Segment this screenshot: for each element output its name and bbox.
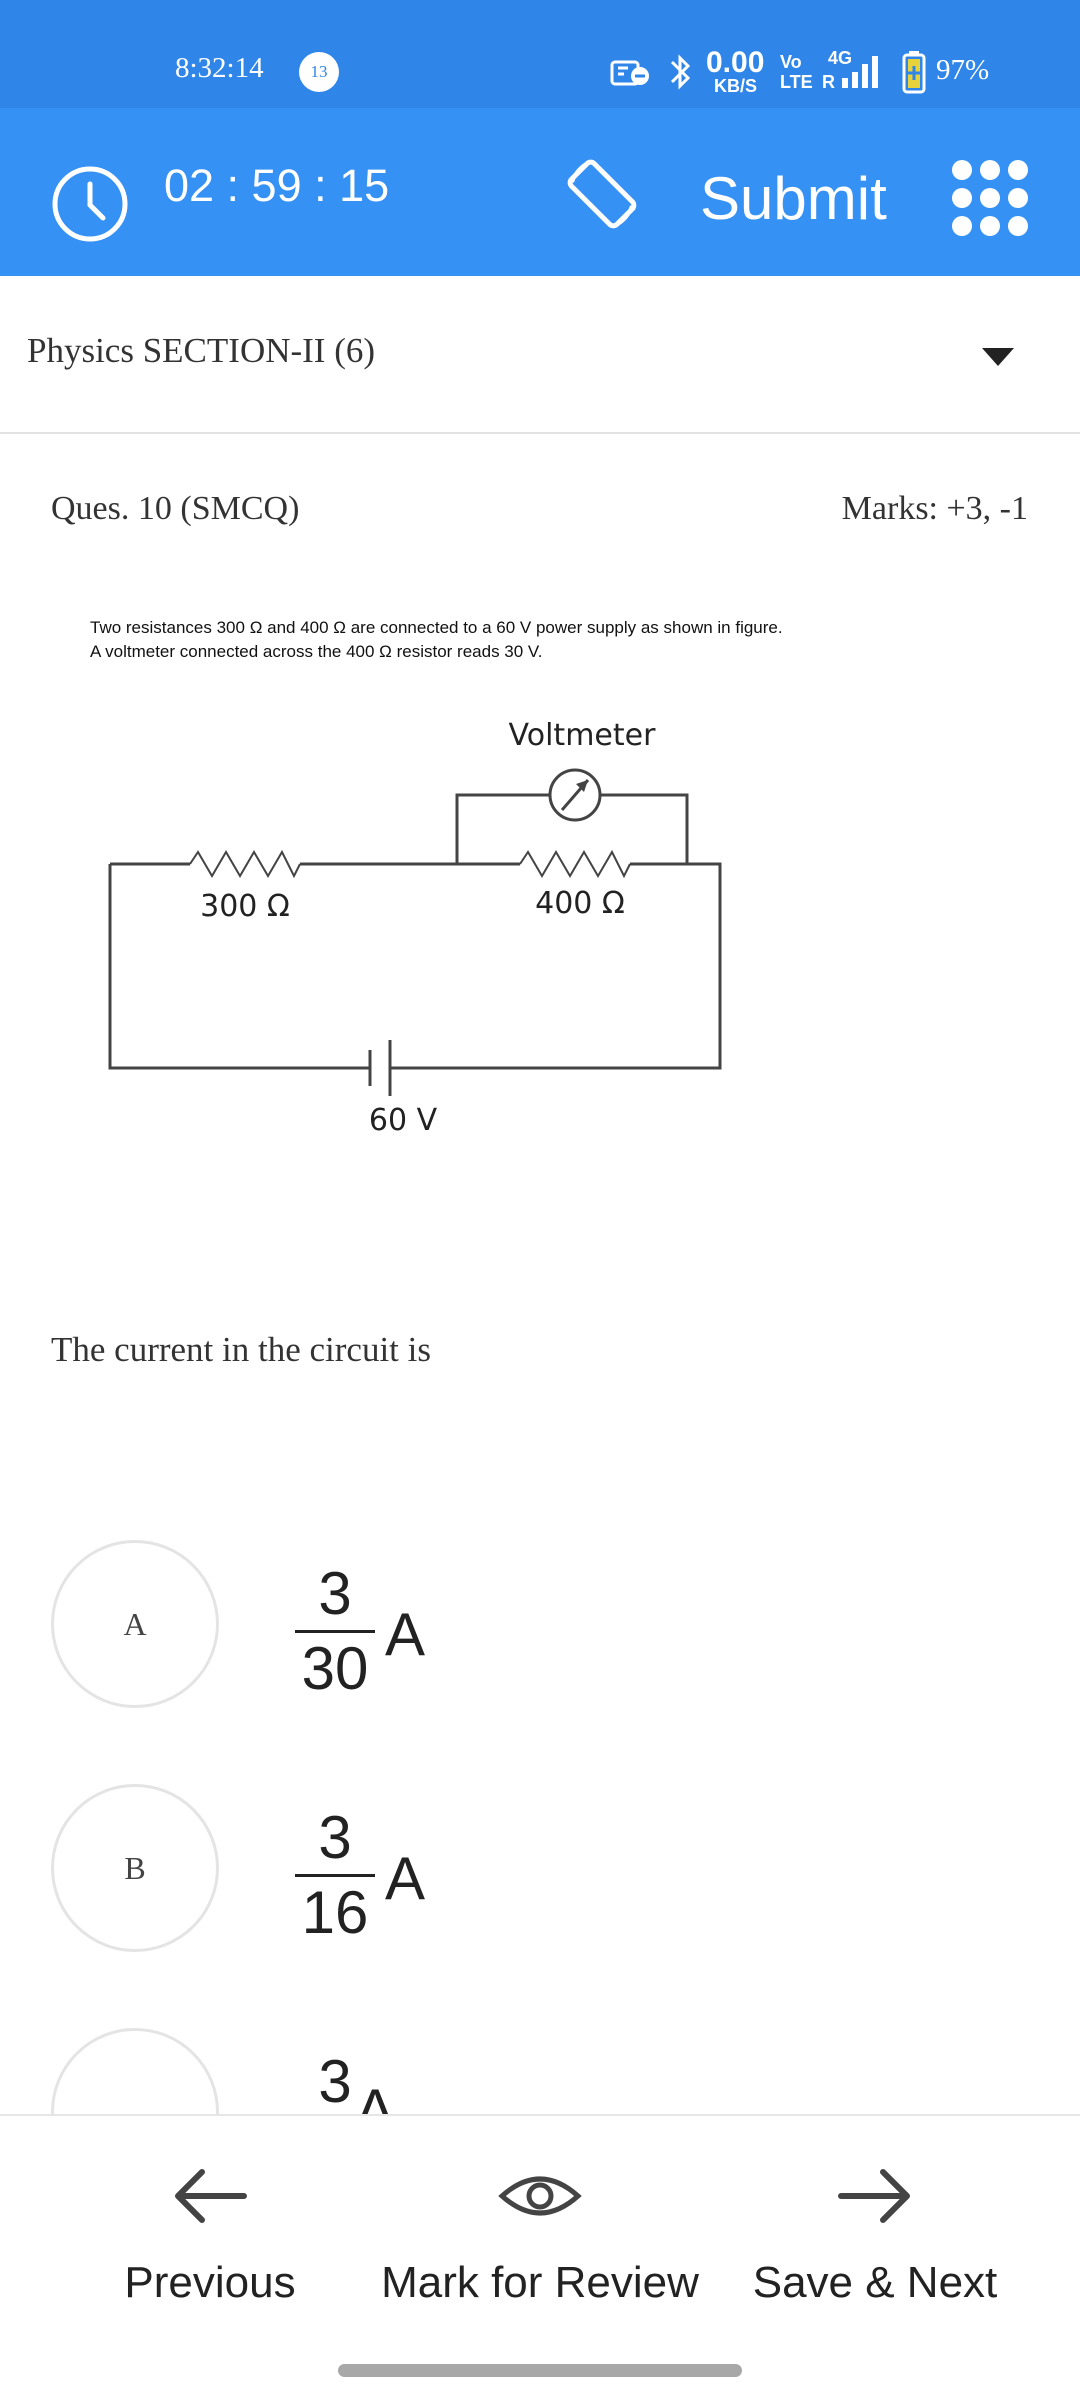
question-number: Ques. 10 (SMCQ) xyxy=(51,490,300,527)
voltmeter-label: Voltmeter xyxy=(509,718,657,753)
previous-button[interactable]: Previous xyxy=(80,2116,340,2316)
option-a-numerator: 3 xyxy=(318,1560,352,1627)
status-bar: 8:32:14 13 0.00 KB/S Vo LTE 4G R 97% xyxy=(0,0,1080,108)
option-b-denominator: 16 xyxy=(301,1879,369,1946)
fraction-bar xyxy=(295,1630,375,1633)
submit-button[interactable]: Submit xyxy=(700,165,887,232)
eye-icon xyxy=(498,2176,582,2216)
voltmeter-needle-icon xyxy=(576,780,588,792)
clock-icon xyxy=(52,166,128,242)
option-a-denominator: 30 xyxy=(301,1635,369,1702)
signal-icon xyxy=(842,56,878,88)
option-b-circle[interactable]: B xyxy=(51,1784,219,1952)
question-prompt: The current in the circuit is xyxy=(51,1330,431,1369)
resistor-400-label: 400 Ω xyxy=(535,886,625,921)
arrow-right-icon xyxy=(838,2169,910,2223)
option-b-numerator: 3 xyxy=(318,1804,352,1871)
resistor-300-label: 300 Ω xyxy=(200,889,290,924)
save-next-button[interactable]: Save & Next xyxy=(735,2116,1015,2316)
bottom-navigation: Previous Mark for Review Save & Next xyxy=(0,2114,1080,2402)
question-grid-icon[interactable] xyxy=(950,158,1030,238)
rotate-screen-icon[interactable] xyxy=(560,152,644,236)
home-indicator[interactable] xyxy=(338,2364,742,2377)
option-b[interactable]: B 3 16 A xyxy=(0,1784,1080,1984)
network-speed-value: 0.00 xyxy=(706,46,765,79)
battery-icon xyxy=(902,51,926,94)
question-text-line-1: Two resistances 300 Ω and 400 Ω are conn… xyxy=(90,618,783,637)
notification-badge: 13 xyxy=(299,52,339,92)
next-label: Save & Next xyxy=(752,2258,998,2307)
question-text: Two resistances 300 Ω and 400 Ω are conn… xyxy=(90,616,910,664)
fraction-bar xyxy=(295,1874,375,1877)
battery-label: 60 V xyxy=(369,1103,438,1138)
review-label: Mark for Review xyxy=(381,2258,699,2307)
volte-bottom: LTE xyxy=(780,72,813,92)
roaming-indicator: R xyxy=(822,72,835,92)
network-speed-unit: KB/S xyxy=(714,76,758,96)
option-a-unit: A xyxy=(385,1601,426,1668)
exam-toolbar xyxy=(0,108,1080,276)
option-c-numerator: 3 xyxy=(318,2048,352,2115)
option-c-fraction: 3 xyxy=(295,2050,375,2114)
network-type: 4G xyxy=(828,48,853,68)
option-b-unit: A xyxy=(385,1845,426,1912)
section-dropdown[interactable]: Physics SECTION-II (6) xyxy=(0,276,1080,434)
mark-for-review-button[interactable]: Mark for Review xyxy=(370,2116,710,2316)
option-a-circle[interactable]: A xyxy=(51,1540,219,1708)
nfc-icon xyxy=(610,60,649,86)
section-label: Physics SECTION-II (6) xyxy=(27,331,376,370)
battery-percent: 97% xyxy=(936,54,990,86)
question-text-line-2: A voltmeter connected across the 400 Ω r… xyxy=(90,642,543,661)
marks-label: Marks: +3, -1 xyxy=(841,490,1028,527)
chevron-down-icon xyxy=(982,348,1014,366)
previous-label: Previous xyxy=(124,2258,296,2307)
arrow-left-icon xyxy=(175,2169,247,2223)
circuit-diagram: Voltmeter 300 Ω 400 Ω 60 V xyxy=(108,718,722,1138)
option-b-fraction: 3 16 xyxy=(295,1806,375,1945)
option-a-fraction: 3 30 xyxy=(295,1562,375,1701)
status-icons: 0.00 KB/S Vo LTE 4G R 97% xyxy=(610,46,1050,96)
volte-top: Vo xyxy=(780,52,802,72)
bluetooth-icon xyxy=(670,54,691,90)
status-time: 8:32:14 xyxy=(175,52,264,84)
option-a[interactable]: A 3 30 A xyxy=(0,1540,1080,1740)
countdown-timer: 02 : 59 : 15 xyxy=(164,160,390,211)
